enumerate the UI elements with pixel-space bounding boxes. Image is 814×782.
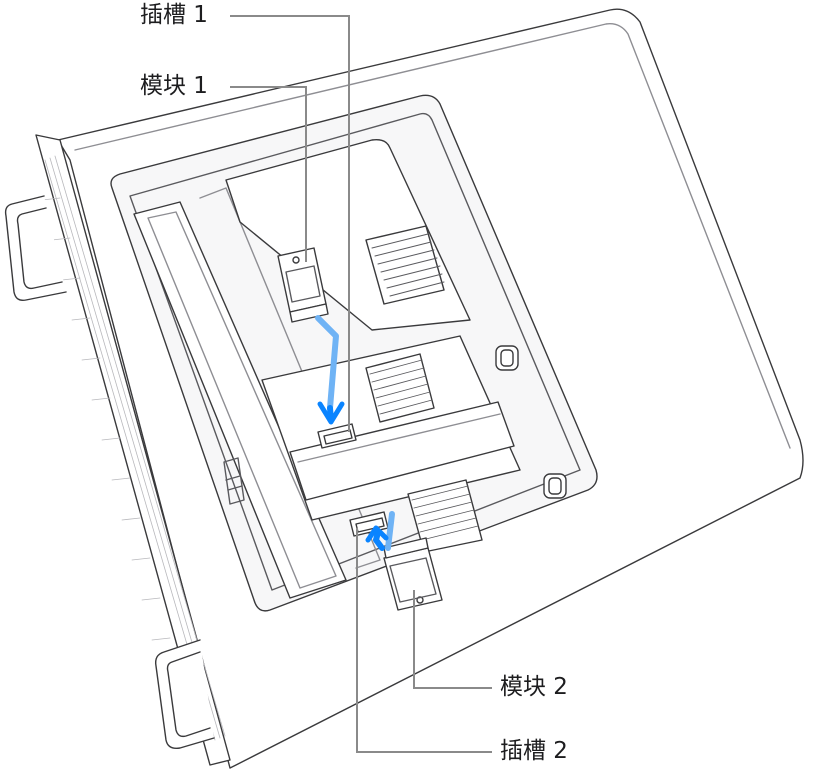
drive-bay-left <box>133 201 347 599</box>
callout-slot-2: 插槽 2 <box>500 738 568 764</box>
vent-grille <box>365 225 445 305</box>
interior-wall <box>129 112 581 591</box>
callout-module-2: 模块 2 <box>500 674 568 700</box>
handle-top <box>4 195 67 302</box>
handle-bottom-inner <box>166 651 211 738</box>
center-bar <box>289 401 515 501</box>
handle-top-inner <box>16 207 63 290</box>
handle-bottom <box>154 639 215 750</box>
callout-module-1: 模块 1 <box>140 73 208 99</box>
leader-module-2 <box>413 590 492 689</box>
leader-slot-2 <box>356 528 492 753</box>
case-bevel <box>74 23 791 449</box>
leader-slot-1 <box>230 15 350 432</box>
drive-bay-left-inner <box>147 211 337 589</box>
heatsink-lower <box>407 479 483 553</box>
slot-1-connector <box>317 423 357 449</box>
callout-slot-1: 插槽 1 <box>140 2 208 28</box>
insert-arrow-1 <box>315 315 345 425</box>
insert-arrow-2 <box>365 511 395 551</box>
leader-module-1 <box>230 86 307 262</box>
